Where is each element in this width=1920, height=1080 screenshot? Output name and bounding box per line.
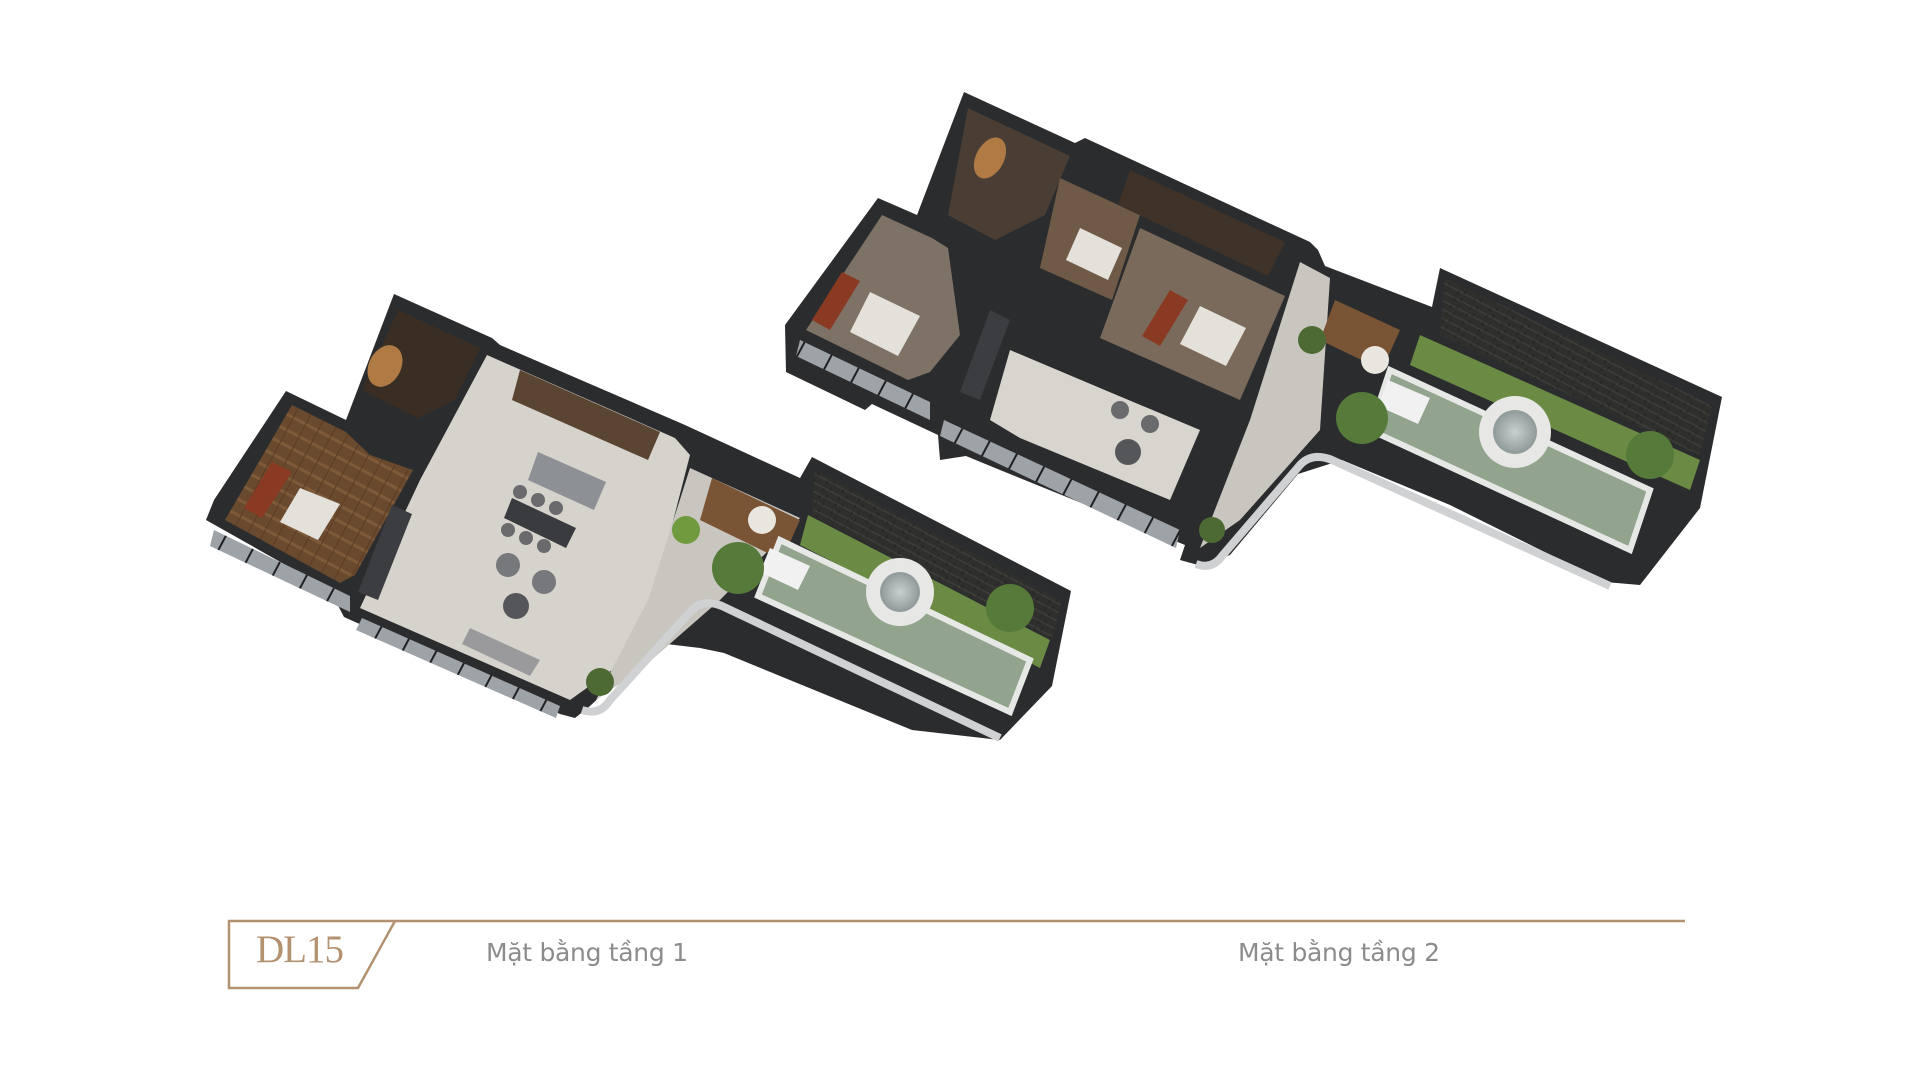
floor-2-plan: [785, 92, 1722, 590]
floor-1-jacuzzi: [880, 572, 920, 612]
floor-2-bathroom-1: [948, 108, 1070, 240]
floor-2-terrace: [1200, 262, 1330, 548]
floor-1-bed-headboard: [244, 462, 292, 518]
floor-2-label: Mặt bằng tầng 2: [1238, 938, 1440, 967]
floor-2-bed-2: [1066, 228, 1122, 280]
floor-1-palm: [712, 542, 764, 594]
floor-1-glazing-living: [356, 618, 560, 718]
floor-2-headboard-1: [812, 272, 860, 330]
floor-2-glazing: [796, 340, 930, 420]
floor-2-balustrade: [1194, 452, 1612, 590]
floor-1-staircase: [358, 505, 412, 600]
floor-2-sunbeds: [1378, 380, 1430, 424]
floor-1-pool: [754, 535, 1034, 717]
floor-1-sunbeds: [760, 548, 810, 590]
floor-1-plan: [206, 294, 1071, 742]
floor-2-bed-1: [850, 292, 920, 356]
floor-1-outdoor-table: [748, 506, 776, 534]
floor-2-bathroom-2: [1118, 170, 1285, 276]
floor-1-palm-2: [986, 584, 1034, 632]
floor-1-bed: [280, 488, 340, 540]
floor-1-dining-chairs: [501, 485, 563, 553]
floor-2-bedroom-1: [806, 215, 960, 380]
floor-1-bathtub: [367, 345, 403, 387]
floor-2-lounge: [990, 350, 1200, 500]
floor-1-shrub-2: [586, 668, 614, 696]
caption-bar: [227, 919, 1685, 990]
floor-2-bathtub-1: [973, 137, 1007, 179]
floor-1-bathroom: [362, 310, 480, 418]
floor-2-shrub-2: [1199, 517, 1225, 543]
floor-1-shrub: [672, 516, 700, 544]
floor-2-shrub: [1298, 326, 1326, 354]
floor-1-kitchen-island: [528, 452, 606, 510]
floor-1-bedroom: [225, 405, 413, 583]
floor-1-glazing: [210, 530, 350, 612]
floor-2-glazing-lounge: [940, 420, 1180, 548]
floor-2-bed-3: [1180, 306, 1246, 366]
floor-2-bedroom-3: [1100, 228, 1285, 400]
floor-1-lounge-seating: [462, 553, 556, 676]
floor-2-outdoor-table: [1361, 346, 1389, 374]
floor-2-lounge-seating: [1111, 401, 1159, 465]
floor-1-dining-table: [504, 498, 576, 548]
floor-2-palm-2: [1626, 431, 1674, 479]
floor-1-balustrade: [580, 599, 1002, 742]
floor-2-palm: [1336, 392, 1388, 444]
floor-2-headboard-3: [1142, 290, 1188, 346]
floor-1-label: Mặt bằng tầng 1: [486, 938, 688, 967]
unit-code-frame: [227, 919, 1685, 990]
unit-code: DL15: [256, 928, 344, 971]
floor-2-staircase: [960, 310, 1010, 400]
floor-1-kitchen-cabinets: [512, 370, 660, 460]
floor-2-stone-wall: [1440, 278, 1712, 455]
floor-2-jacuzzi: [1493, 410, 1537, 454]
